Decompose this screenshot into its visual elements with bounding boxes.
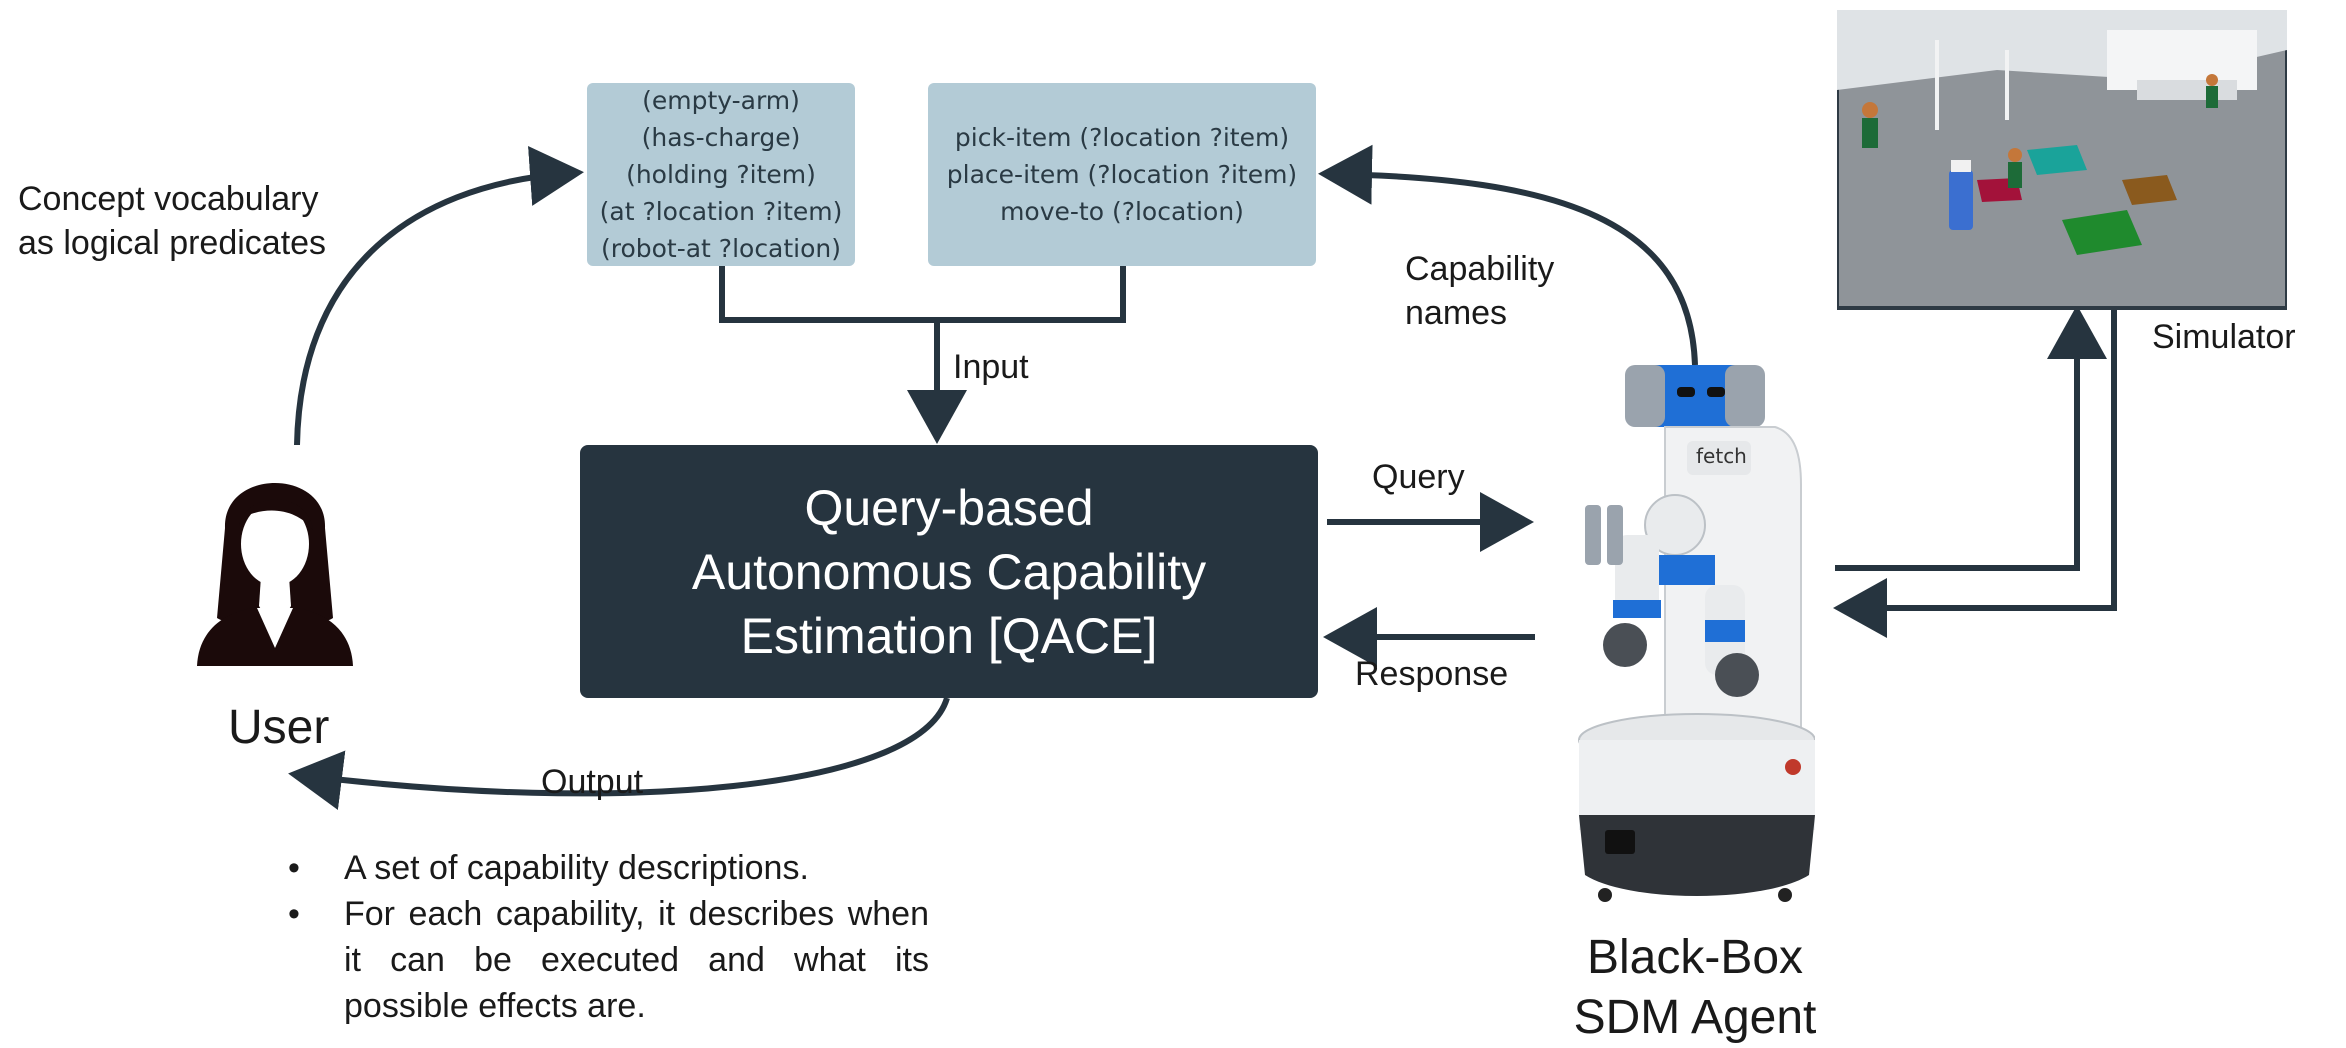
arrow-capability-names xyxy=(1318,144,1698,366)
capability-line: pick-item (?location ?item) xyxy=(954,123,1290,152)
predicates-box: (empty-arm) (has-charge) (holding ?item)… xyxy=(587,83,855,266)
capability-names-label: Capability names xyxy=(1405,250,1555,332)
capabilities-box: pick-item (?location ?item) place-item (… xyxy=(928,83,1316,266)
arrow-simulator-to-robot xyxy=(1833,310,2117,638)
input-label: Input xyxy=(953,348,1029,386)
user-label: User xyxy=(228,701,330,754)
qace-line: Estimation [QACE] xyxy=(740,607,1158,664)
arrow-robot-to-simulator xyxy=(1835,305,2107,571)
simulator-label: Simulator xyxy=(2152,318,2296,356)
arrow-user-to-predicates xyxy=(294,146,584,446)
capability-line: place-item (?location ?item) xyxy=(946,160,1298,189)
response-label: Response xyxy=(1355,655,1509,693)
simulator-scene-icon xyxy=(1837,10,2287,310)
concept-vocabulary-label: Concept vocabulary as logical predicates xyxy=(18,180,327,262)
predicate-line: (at ?location ?item) xyxy=(599,197,843,226)
predicate-line: (robot-at ?location) xyxy=(600,234,842,263)
bullet-item: • A set of capability descriptions. xyxy=(288,849,809,887)
output-bullets: • A set of capability descriptions. • Fo… xyxy=(278,845,929,1029)
svg-text:fetch: fetch xyxy=(1696,444,1747,468)
output-label: Output xyxy=(541,763,644,801)
predicate-line: (holding ?item) xyxy=(626,160,816,189)
query-label: Query xyxy=(1372,458,1465,496)
agent-label: Black-Box SDM Agent xyxy=(1573,931,1817,1044)
predicate-line: (has-charge) xyxy=(641,123,801,152)
robot-icon: fetch xyxy=(1578,365,1815,902)
user-silhouette-icon xyxy=(197,483,353,666)
arrow-output xyxy=(288,697,950,810)
bullet-item: • For each capability, it describes when… xyxy=(288,895,929,1025)
predicate-line: (empty-arm) xyxy=(642,86,800,115)
input-bracket xyxy=(719,266,1126,323)
qace-line: Query-based xyxy=(804,479,1094,536)
qace-box: Query-based Autonomous Capability Estima… xyxy=(580,445,1318,698)
capability-line: move-to (?location) xyxy=(1000,197,1244,226)
qace-line: Autonomous Capability xyxy=(691,543,1207,600)
